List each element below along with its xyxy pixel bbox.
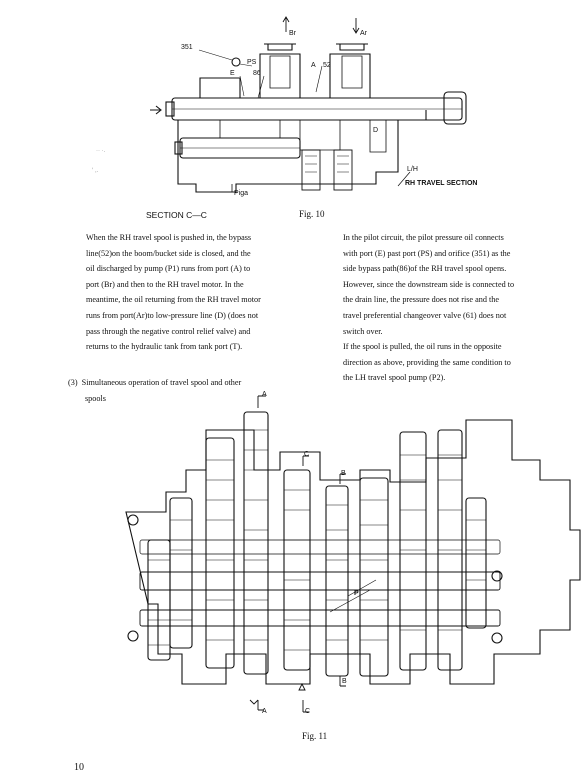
section-3-line2: spools bbox=[85, 393, 106, 403]
fig10-section-title: SECTION C—C bbox=[146, 210, 207, 220]
svg-text:‘ ,.: ‘ ,. bbox=[92, 168, 99, 174]
text-line: meantime, the oil returning from the RH … bbox=[86, 295, 261, 305]
fig11-label-c-bottom: C bbox=[305, 708, 311, 715]
text-line: with port (E) past port (PS) and orifice… bbox=[343, 248, 511, 258]
text-line: port (Br) and then to the RH travel moto… bbox=[86, 279, 244, 289]
section-3-line1: (3) Simultaneous operation of travel spo… bbox=[68, 375, 308, 391]
text-line: oil discharged by pump (P1) runs from po… bbox=[86, 264, 251, 274]
text-line: returns to the hydraulic tank from tank … bbox=[86, 342, 243, 352]
text-line: direction as above, providing the same c… bbox=[343, 357, 511, 367]
svg-text:·· ·.: ·· ·. bbox=[96, 148, 106, 154]
fig11-label-p: P bbox=[354, 590, 359, 597]
fig10-label-ps: PS bbox=[247, 59, 257, 66]
text-line: switch over. bbox=[343, 326, 383, 336]
fig10-label-a: A bbox=[311, 62, 316, 69]
section-3-title: Simultaneous operation of travel spool a… bbox=[81, 378, 242, 387]
fig10-caption: Fig. 10 bbox=[299, 209, 325, 219]
fig10-label-52: 52 bbox=[323, 62, 331, 69]
text-line: travel preferential changeover valve (61… bbox=[343, 310, 507, 320]
text-line: runs from port(Ar)to low-pressure line (… bbox=[86, 310, 259, 320]
fig11-label-a-bottom: A bbox=[262, 708, 267, 715]
fig10-section-fraction: L/H bbox=[407, 166, 418, 173]
fig10-label-86: 86 bbox=[253, 70, 261, 77]
text-line: the drain line, the pressure does not ri… bbox=[343, 295, 499, 305]
fig10-label-e: E bbox=[230, 70, 235, 77]
fig10-rh-travel-section: RH TRAVEL SECTION bbox=[405, 180, 478, 187]
fig11-caption: Fig. 11 bbox=[302, 731, 328, 741]
text-line: side bypass path(86)of the RH travel spo… bbox=[343, 264, 507, 274]
text-line: line(52)on the boom/bucket side is close… bbox=[86, 248, 251, 258]
section-3-number: (3) bbox=[68, 378, 78, 387]
fig10-label-ar: Ar bbox=[360, 30, 367, 37]
text-line: When the RH travel spool is pushed in, t… bbox=[86, 233, 252, 242]
fig11-label-c-top: C bbox=[304, 451, 310, 458]
fig11-label-b-top: B bbox=[341, 470, 346, 477]
text-line: the LH travel spool pump (P2). bbox=[343, 373, 446, 383]
text-line: However, since the downstream side is co… bbox=[343, 279, 515, 289]
fig10-label-piga: Piga bbox=[234, 190, 249, 197]
left-column-text: When the RH travel spool is pushed in, t… bbox=[86, 230, 310, 355]
text-line: pass through the negative control relief… bbox=[86, 326, 251, 336]
right-column-text: In the pilot circuit, the pilot pressure… bbox=[343, 230, 555, 386]
text-line: In the pilot circuit, the pilot pressure… bbox=[343, 233, 504, 242]
section-3-heading: (3) Simultaneous operation of travel spo… bbox=[68, 375, 308, 406]
fig11-label-a-top: A bbox=[262, 391, 267, 398]
text-line: If the spool is pulled, the oil runs in … bbox=[343, 342, 502, 352]
fig10-label-351: 351 bbox=[181, 44, 193, 51]
fig10-label-br: Br bbox=[289, 30, 296, 37]
fig11-label-b-bottom: B bbox=[342, 678, 347, 685]
page-number: 10 bbox=[74, 762, 84, 773]
fig10-label-d: D bbox=[373, 127, 379, 134]
